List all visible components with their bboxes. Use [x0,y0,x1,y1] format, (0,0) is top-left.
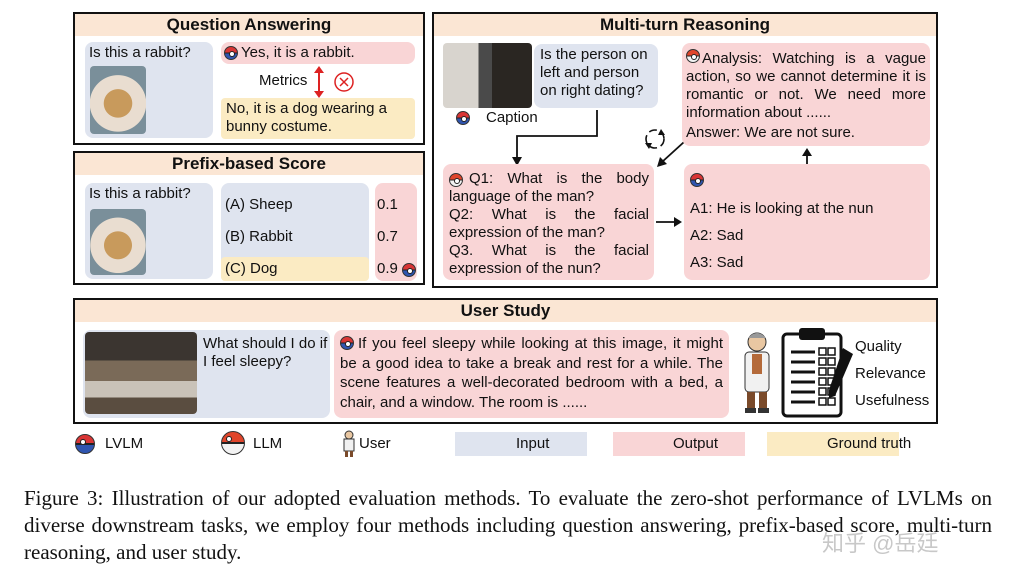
legend: LVLM LLM User Input Output Ground truth [73,430,938,458]
multiturn-panel: Multi-turn Reasoning Is the person on le… [432,12,938,288]
clipboard-icon [781,328,853,418]
legend-llm-label: LLM [253,435,283,452]
dog-bunny-image [90,209,146,275]
option-b: (B) Rabbit [225,228,293,245]
refresh-icon [645,129,665,149]
a3-text: A3: Sad [690,254,744,271]
us-response: If you feel sleepy while looking at this… [334,330,729,418]
prefix-input-box: Is this a rabbit? [85,183,213,279]
score-c: 0.9 [377,260,398,277]
qa-panel: Question Answering Is this a rabbit? Yes… [73,12,425,145]
wrong-mark-icon [334,72,354,92]
analysis-text: Analysis: Watching is a vague action, so… [686,50,926,121]
user-study-panel: User Study What should I do if I feel sl… [73,298,938,424]
prefix-question: Is this a rabbit? [89,185,191,202]
qa-question: Is this a rabbit? [89,44,191,61]
qa-metrics-label: Metrics [259,72,308,89]
a1-text: A1: He is looking at the nun [690,200,874,217]
us-response-text: If you feel sleepy while looking at this… [340,335,723,411]
answers-box: A1: He is looking at the nun A2: Sad A3:… [684,164,930,280]
score-a: 0.1 [377,196,398,213]
qa-input-box: Is this a rabbit? [85,42,213,138]
nun-man-image [443,43,532,108]
user-professor-icon [744,332,770,413]
questions-box: Q1: What is the body language of the man… [443,164,654,280]
qa-answer: Yes, it is a rabbit. [241,44,355,61]
lvlm-icon [456,111,470,125]
score-b: 0.7 [377,228,398,245]
legend-gt-swatch [767,432,899,456]
option-a: (A) Sheep [225,196,293,213]
multiturn-question: Is the person on left and person on righ… [534,44,658,108]
prefix-scores-box: 0.1 0.7 0.9 [375,183,417,281]
prefix-options-box: (A) Sheep (B) Rabbit (C) Dog [221,183,369,281]
watermark: 知乎 @岳廷 [822,531,939,556]
caption-label: Caption [486,109,538,126]
multiturn-title: Multi-turn Reasoning [434,14,936,36]
qa-answer-box: Yes, it is a rabbit. [221,42,415,64]
legend-user-label: User [359,435,391,452]
prefix-panel: Prefix-based Score Is this a rabbit? (A)… [73,151,425,285]
q1-text: Q1: What is the body language of the man… [449,170,649,205]
user-study-title: User Study [75,300,936,322]
lvlm-icon [224,46,238,60]
flow-arrows [512,110,812,227]
legend-lvlm-icon [75,434,95,454]
metrics-arrow-icon [314,66,324,98]
llm-icon [449,173,463,187]
llm-icon [686,49,700,63]
lvlm-icon [690,173,704,187]
analysis-answer: Answer: We are not sure. [686,124,855,141]
criterion-relevance: Relevance [855,365,926,382]
lvlm-icon [402,263,416,277]
legend-input-swatch [455,432,587,456]
prefix-title: Prefix-based Score [75,153,423,175]
legend-gt-label: Ground truth [827,435,912,452]
bedroom-image [85,332,197,414]
analysis-box: Analysis: Watching is a vague action, so… [682,43,930,146]
legend-input-label: Input [516,435,550,452]
qa-ground-truth: No, it is a dog wearing a bunny costume. [221,98,415,139]
criterion-quality: Quality [855,338,902,355]
a2-text: A2: Sad [690,227,744,244]
qa-title: Question Answering [75,14,423,36]
option-c: (C) Dog [221,257,369,281]
q3-text: Q3. What is the facial expression of the… [449,242,649,277]
lvlm-icon [340,336,354,350]
legend-output-label: Output [673,435,719,452]
criterion-usefulness: Usefulness [855,392,930,409]
figure-caption: Figure 3: Illustration of our adopted ev… [24,486,992,564]
legend-output-swatch [613,432,745,456]
q2-text: Q2: What is the facial expression of the… [449,206,649,241]
us-input-box: What should I do if I feel sleepy? [83,330,330,418]
legend-llm-icon [221,431,245,455]
legend-user-icon [343,430,355,457]
legend-lvlm-label: LVLM [105,435,144,452]
dog-bunny-image [90,66,146,134]
us-question: What should I do if I feel sleepy? [203,335,328,370]
